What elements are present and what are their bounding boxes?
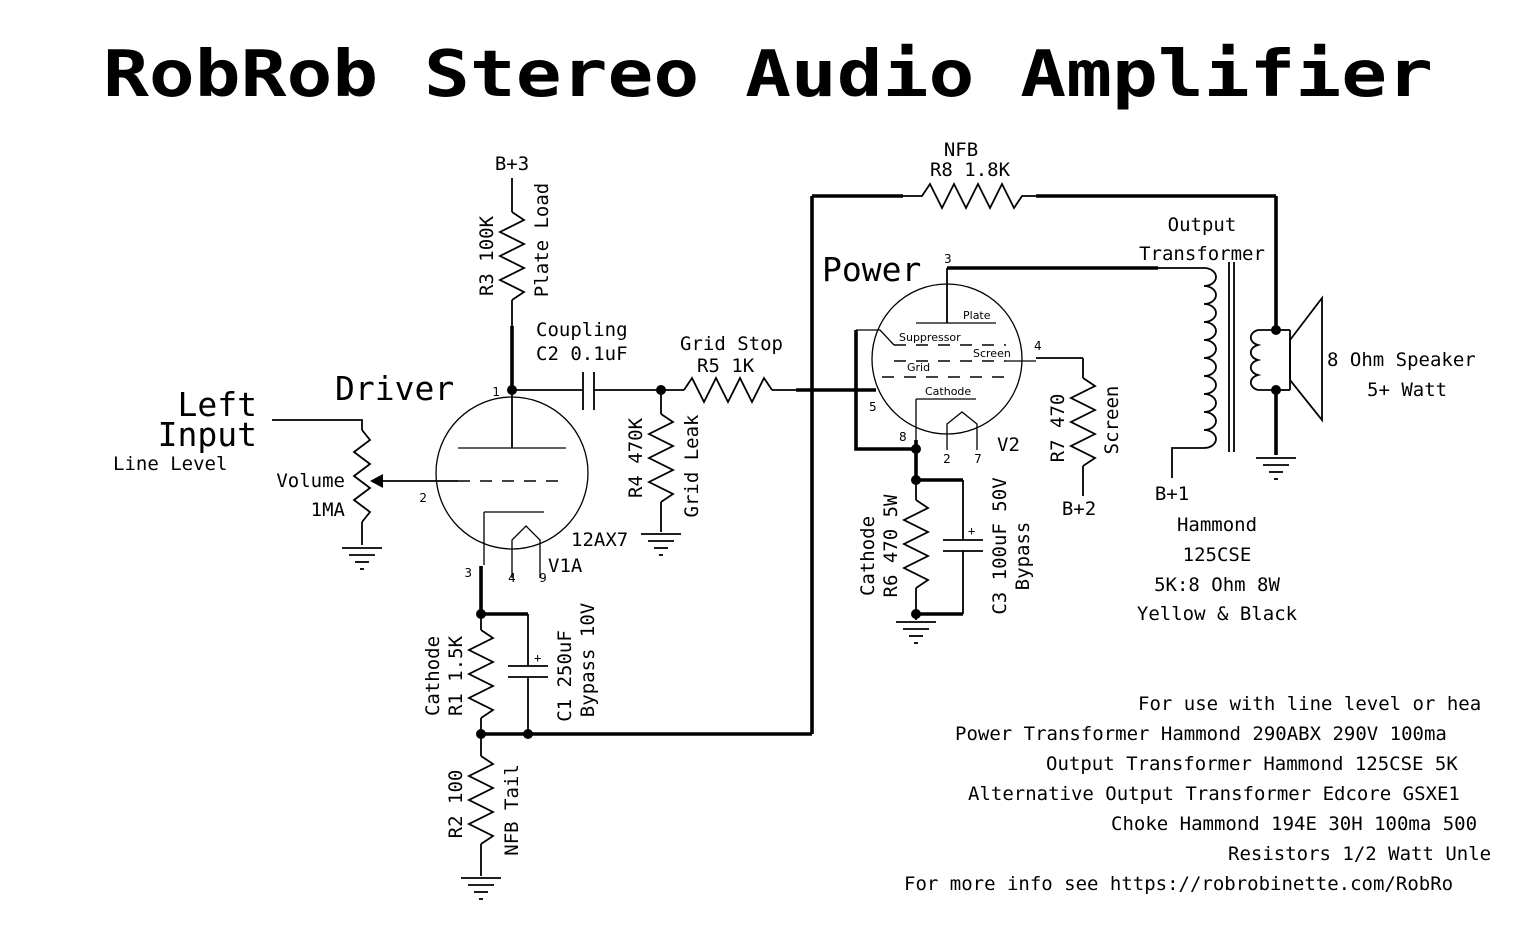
r6-value: R6 470 5W (880, 494, 902, 598)
r2-nfb-tail: R2 100 NFB Tail (445, 734, 523, 900)
c3-value: C3 100uF 50V (989, 477, 1011, 614)
note-line: For more info see https://robrobinette.c… (904, 873, 1453, 895)
c1-polarity: + (534, 651, 541, 665)
input-level-label: Line Level (113, 453, 227, 475)
r8-value: R8 1.8K (930, 159, 1011, 181)
r5-role: Grid Stop (680, 333, 783, 355)
note-line: Choke Hammond 194E 30H 100ma 500 (1111, 813, 1477, 835)
input-label-line2: Input (158, 415, 257, 454)
note-line: For use with line level or hea (1138, 693, 1481, 715)
v2-label-cathode: Cathode (925, 385, 971, 398)
r5-value: R5 1K (697, 355, 755, 377)
v1-ref: V1A (548, 555, 583, 577)
notes-block: For use with line level or hea Power Tra… (904, 693, 1491, 895)
power-stage-label: Power (822, 250, 921, 289)
c2-role: Coupling (536, 319, 628, 341)
v2-ref: V2 (997, 434, 1020, 456)
r7-role: Screen (1101, 386, 1123, 455)
r7-value: R7 470 (1047, 394, 1069, 463)
c2-coupling-cap: Coupling C2 0.1uF (512, 319, 661, 410)
r4-role: Grid Leak (681, 414, 703, 518)
r6-role: Cathode (857, 516, 879, 596)
ot-detail-4: Yellow & Black (1137, 603, 1298, 625)
b3-rail-label: B+3 (495, 153, 529, 175)
v2-label-plate: Plate (963, 309, 991, 322)
volume-potentiometer: Volume 1MA (276, 429, 422, 570)
c2-value: C2 0.1uF (536, 343, 628, 365)
b1-rail-label: B+1 (1155, 483, 1189, 505)
r4-value: R4 470K (625, 417, 647, 498)
volume-value: 1MA (311, 499, 346, 521)
v1-pin-heater-a: 4 (508, 571, 516, 585)
ot-detail-3: 5K:8 Ohm 8W (1154, 574, 1280, 596)
v2-pin-heater-a: 2 (943, 452, 951, 466)
speaker-label-line2: 5+ Watt (1367, 379, 1447, 401)
note-line: Power Transformer Hammond 290ABX 290V 10… (955, 723, 1447, 745)
c3-role: Bypass (1012, 522, 1034, 591)
r7-screen-resistor: B+2 R7 470 Screen (1047, 358, 1123, 520)
r3-role: Plate Load (531, 183, 553, 297)
speaker-label-line1: 8 Ohm Speaker (1327, 349, 1476, 371)
r2-value: R2 100 (445, 770, 467, 839)
r2-role: NFB Tail (501, 764, 523, 856)
v2-pin-cathode: 8 (899, 430, 907, 444)
ot-detail-1: Hammond (1177, 514, 1257, 536)
driver-cathode-network: + Cathode R1 1.5K C1 250uF Bypass 10V (422, 566, 599, 734)
junction-dots (476, 325, 1281, 739)
v2-pin-plate: 3 (944, 252, 952, 266)
v2-pin-grid: 5 (869, 400, 877, 414)
note-line: Output Transformer Hammond 125CSE 5K (1046, 753, 1458, 775)
output-transformer: Output Transformer B+1 Hammond 125CSE 5K… (1137, 214, 1298, 625)
driver-tube-v1a: Driver 1 2 3 4 9 12AX7 V1A (335, 369, 628, 585)
v2-label-suppressor: Suppressor (899, 331, 961, 344)
power-cathode-network: + Cathode R6 470 5W C3 100uF 50V Bypass (857, 477, 1034, 644)
r3-value: R3 100K (476, 215, 498, 296)
v2-label-grid: Grid (907, 361, 930, 374)
v2-label-screen: Screen (973, 347, 1011, 360)
r5-grid-stop: Grid Stop R5 1K (661, 333, 876, 405)
speaker: 8 Ohm Speaker 5+ Watt (1255, 295, 1476, 480)
v1-pin-cathode: 3 (464, 566, 472, 580)
volume-label: Volume (276, 470, 345, 492)
v1-pin-heater-b: 9 (539, 571, 547, 585)
ot-label-line2: Transformer (1139, 243, 1265, 265)
note-line: Resistors 1/2 Watt Unle (1228, 843, 1491, 865)
power-tube-v2: Power Plate Suppressor Screen Grid Catho… (822, 250, 1042, 466)
c1-value: C1 250uF (554, 630, 576, 722)
ot-detail-2: 125CSE (1183, 544, 1252, 566)
left-input: Left Input Line Level (113, 385, 363, 475)
b2-rail-label: B+2 (1062, 498, 1096, 520)
r4-grid-leak: R4 470K Grid Leak (625, 390, 703, 556)
schematic-title: RobRob Stereo Audio Amplifier (103, 38, 1433, 112)
v1-pin-plate: 1 (492, 385, 500, 399)
input-label-line1: Left (178, 385, 257, 424)
v1-tube-type: 12AX7 (571, 529, 628, 551)
c1-role: Bypass 10V (577, 603, 599, 717)
r1-value: R1 1.5K (445, 635, 467, 716)
ot-label-line1: Output (1168, 214, 1237, 236)
note-line: Alternative Output Transformer Edcore GS… (968, 783, 1460, 805)
v2-pin-heater-b: 7 (974, 452, 982, 466)
v2-pin-screen: 4 (1034, 339, 1042, 353)
power-stage-wiring (854, 266, 1158, 616)
driver-stage-label: Driver (335, 369, 454, 408)
r3-plate-load: B+3 R3 100K Plate Load (476, 153, 553, 390)
v1-pin-grid: 2 (419, 491, 427, 505)
r1-role: Cathode (422, 636, 444, 716)
r8-role: NFB (944, 139, 978, 161)
c3-polarity: + (968, 524, 975, 538)
nfb-loop: NFB R8 1.8K (481, 139, 1278, 736)
